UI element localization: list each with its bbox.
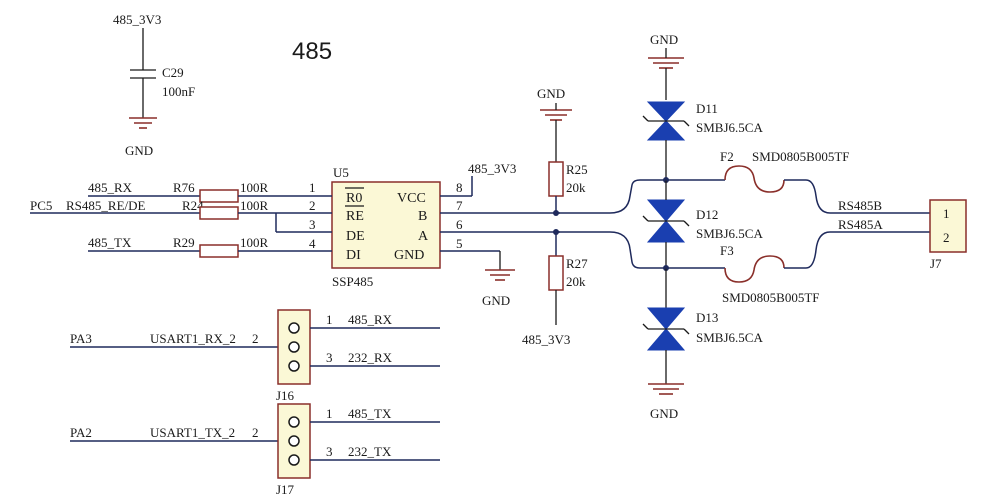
- u5-ref: U5: [333, 165, 349, 180]
- u5-pin-b: B: [418, 209, 427, 224]
- u5-part: SSP485: [332, 274, 373, 289]
- j16-jumper: PA3 USART1_RX_2 2 1 485_RX 3 232_RX J16: [70, 309, 440, 403]
- u5-pin-gnd: GND: [394, 248, 424, 263]
- u5-vcc-net-label: 485_3V3: [468, 161, 516, 176]
- j17-pin1-num: 1: [326, 406, 333, 421]
- r24-value: 100R: [240, 198, 269, 213]
- j7-connector: 1 2 J7: [929, 199, 967, 271]
- r29-value: 100R: [240, 235, 269, 250]
- j7-body: [929, 199, 967, 253]
- u5-transceiver: U5 R0 RE DE DI VCC B A GND SSP485 1 2 3 …: [300, 165, 560, 289]
- j16-pin1-num: 1: [326, 312, 333, 327]
- d11-gnd-label: GND: [650, 32, 678, 47]
- c29-value: 100nF: [162, 84, 195, 99]
- u5-pin-a: A: [418, 229, 429, 244]
- u5-pin-re: RE: [346, 209, 364, 224]
- f2-part: SMD0805B005TF: [752, 149, 850, 164]
- tvs-diodes: GND D11 SMBJ6.5CA D12 SMBJ6.5CA: [642, 32, 763, 421]
- u5-pin-de: DE: [346, 229, 365, 244]
- d11-ref: D11: [696, 101, 718, 116]
- left-nets: 485_RX R76 100R PC5 RS485_RE/DE R24 100R…: [30, 180, 300, 258]
- r76-value: 100R: [240, 180, 269, 195]
- r25-ref: R25: [566, 162, 588, 177]
- j16-net: USART1_RX_2: [150, 331, 236, 346]
- f3-ref: F3: [720, 243, 734, 258]
- j17-pin3-num: 3: [326, 444, 333, 459]
- u5-pin5-num: 5: [456, 236, 463, 251]
- r27-supply-label: 485_3V3: [522, 332, 570, 347]
- net-485-tx: 485_TX: [88, 235, 132, 250]
- u5-pin1-num: 1: [309, 180, 316, 195]
- j16-port: PA3: [70, 331, 92, 346]
- r27-value: 20k: [566, 274, 586, 289]
- j16-pin3-num: 3: [326, 350, 333, 365]
- bias-resistors: GND R25 20k R27 20k 485_3V3: [522, 86, 588, 347]
- j17-port: PA2: [70, 425, 92, 440]
- d13-part: SMBJ6.5CA: [696, 330, 763, 345]
- j17-pin2-num: 2: [252, 425, 259, 440]
- schematic-title: 485: [292, 38, 332, 65]
- j16-pin2-num: 2: [252, 331, 259, 346]
- j17-pin3-net: 232_TX: [348, 444, 392, 459]
- d12-part: SMBJ6.5CA: [696, 226, 763, 241]
- net-rs485-re-de: RS485_RE/DE: [66, 198, 146, 213]
- j17-pin1-net: 485_TX: [348, 406, 392, 421]
- j16-ref: J16: [276, 388, 295, 403]
- net-rs485a: RS485A: [838, 217, 883, 232]
- u5-pin-r0: R0: [346, 191, 362, 206]
- j17-jumper: PA2 USART1_TX_2 2 1 485_TX 3 232_TX J17: [70, 403, 440, 497]
- r25-value: 20k: [566, 180, 586, 195]
- u5-pin3-num: 3: [309, 217, 316, 232]
- r76-ref: R76: [173, 180, 195, 195]
- c29-gnd-label: GND: [125, 143, 153, 158]
- c29-capacitor: 485_3V3 C29 100nF GND: [113, 12, 195, 158]
- u5-pin-vcc: VCC: [397, 191, 426, 206]
- net-485-rx: 485_RX: [88, 180, 133, 195]
- u5-supply: 485_3V3 GND: [468, 161, 516, 308]
- net-rs485b: RS485B: [838, 198, 882, 213]
- f3-fuse: [724, 255, 785, 283]
- d12-ref: D12: [696, 207, 718, 222]
- j16-pin1-net: 485_RX: [348, 312, 393, 327]
- f2-ref: F2: [720, 149, 734, 164]
- j7-pin2: 2: [943, 230, 950, 245]
- j7-ref: J7: [930, 256, 942, 271]
- u5-pin8-num: 8: [456, 180, 463, 195]
- u5-pin6-num: 6: [456, 217, 463, 232]
- u5-pin7-num: 7: [456, 198, 463, 213]
- u5-pin4-num: 4: [309, 236, 316, 251]
- f3-part: SMD0805B005TF: [722, 290, 820, 305]
- r25-gnd-label: GND: [537, 86, 565, 101]
- u5-gnd-label: GND: [482, 293, 510, 308]
- r24-ref: R24: [182, 198, 204, 213]
- j16-pin3-net: 232_RX: [348, 350, 393, 365]
- r29-ref: R29: [173, 235, 195, 250]
- c29-ref: C29: [162, 65, 184, 80]
- net-pc5: PC5: [30, 198, 52, 213]
- j17-ref: J17: [276, 482, 295, 497]
- d13-ref: D13: [696, 310, 718, 325]
- c29-supply-label: 485_3V3: [113, 12, 161, 27]
- u5-pin-di: DI: [346, 248, 361, 263]
- u5-body: [331, 181, 441, 269]
- d13-gnd-label: GND: [650, 406, 678, 421]
- j7-pin1: 1: [943, 206, 950, 221]
- f2-fuse: [724, 165, 785, 193]
- j17-net: USART1_TX_2: [150, 425, 235, 440]
- d11-part: SMBJ6.5CA: [696, 120, 763, 135]
- r27-ref: R27: [566, 256, 588, 271]
- bus-lines: F2 SMD0805B005TF RS485B F3 SMD0805B005TF…: [556, 149, 930, 305]
- u5-pin2-num: 2: [309, 198, 316, 213]
